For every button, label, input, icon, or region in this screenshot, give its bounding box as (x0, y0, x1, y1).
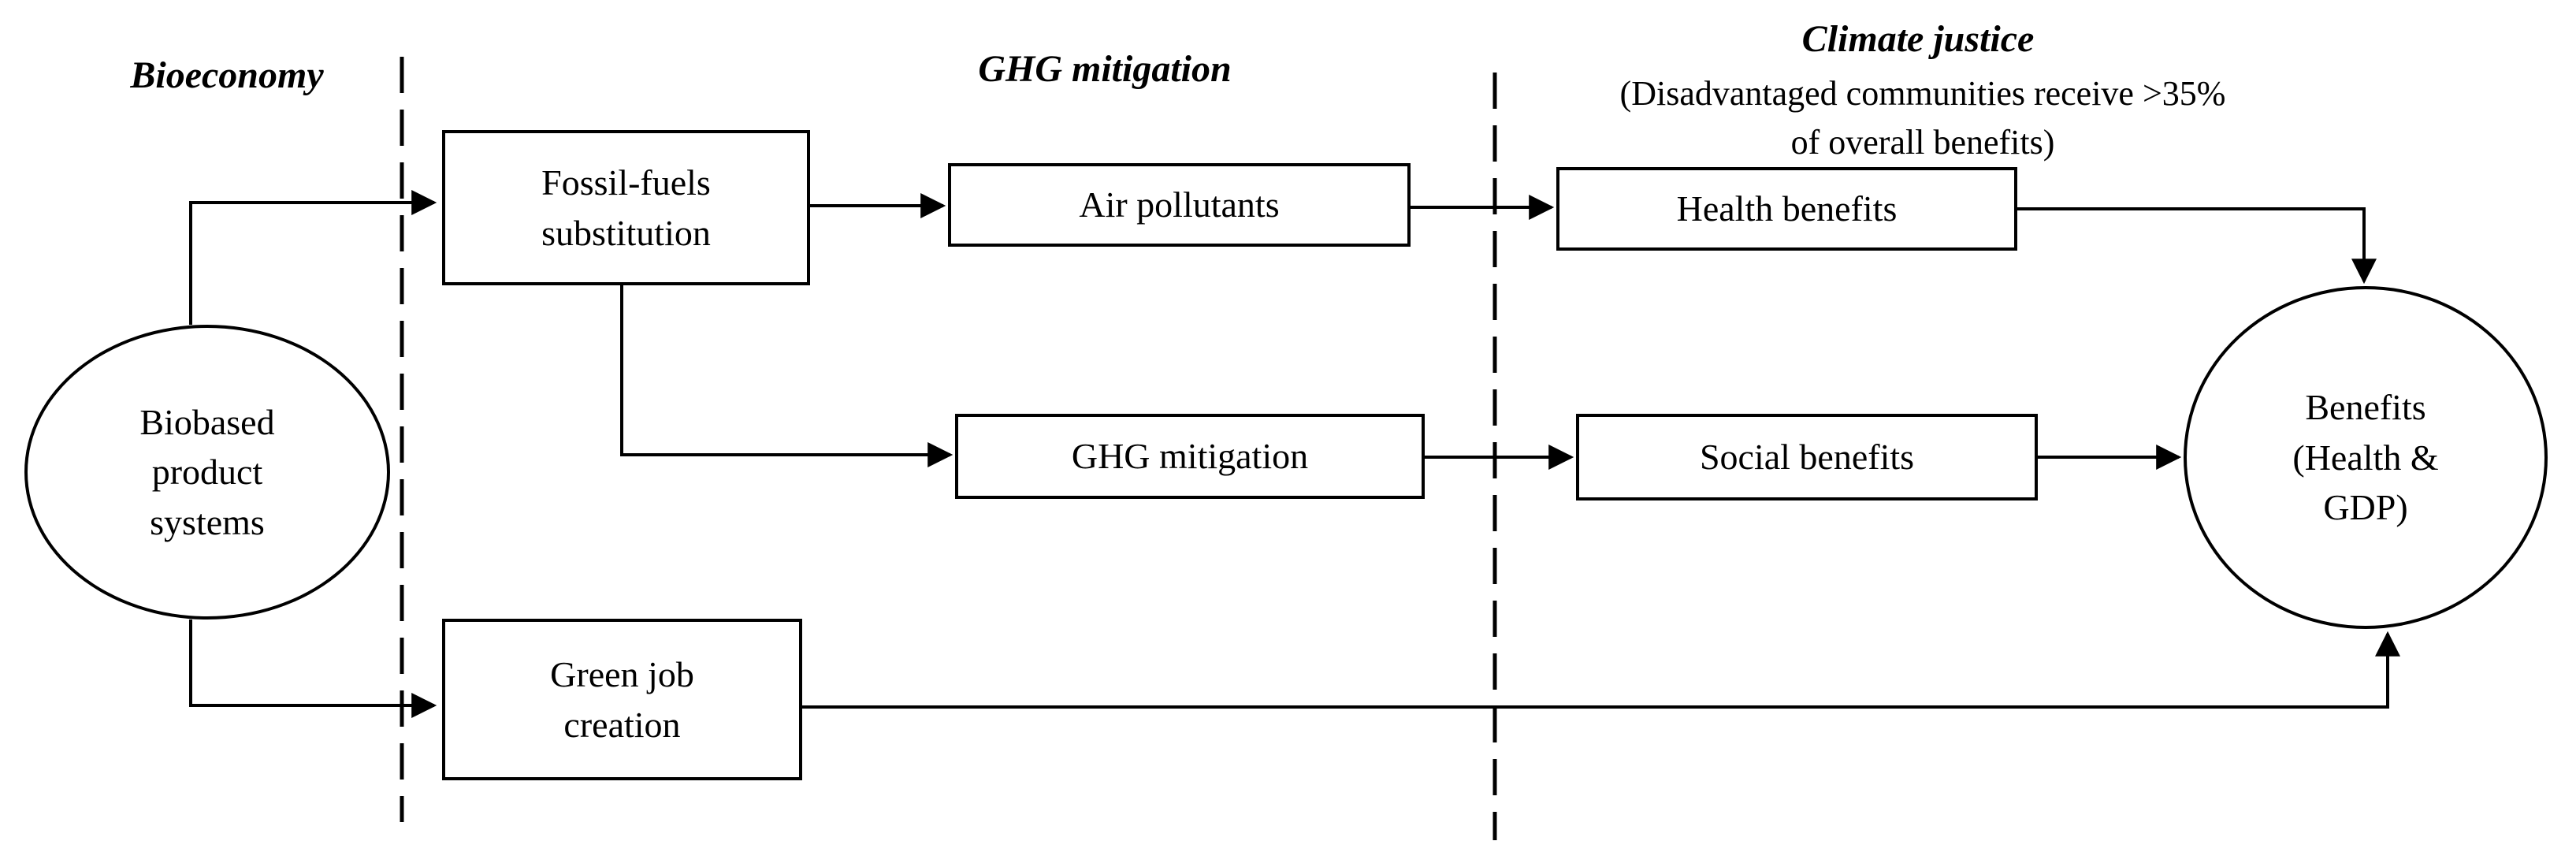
node-fossil-fuels-substitution: Fossil-fuels substitution (442, 130, 810, 285)
node-ghg-mitigation: GHG mitigation (955, 414, 1425, 499)
edge-fossil-to-ghg-mitigation (620, 285, 953, 467)
section-header-climate-justice: Climate justice (1801, 18, 2035, 60)
section-header-ghg-mitigation: GHG mitigation (978, 48, 1232, 90)
edge-biobased-to-fossil (189, 190, 437, 325)
node-health-benefits: Health benefits (1556, 167, 2017, 251)
section-header-bioeconomy: Bioeconomy (130, 54, 324, 96)
section-subtitle-climate-justice: (Disadvantaged communities receive >35% … (1619, 74, 2226, 162)
node-benefits-health-gdp: Benefits (Health & GDP) (2184, 286, 2548, 629)
node-green-job-creation: Green job creation (442, 619, 802, 780)
node-air-pollutants: Air pollutants (948, 163, 1411, 247)
edge-health-benefits-to-benefits (2017, 207, 2377, 285)
edge-green-job-to-benefits (802, 631, 2400, 709)
edge-biobased-to-green-job (189, 620, 437, 718)
node-biobased-product-systems: Biobased product systems (24, 325, 390, 620)
node-social-benefits: Social benefits (1576, 414, 2038, 500)
